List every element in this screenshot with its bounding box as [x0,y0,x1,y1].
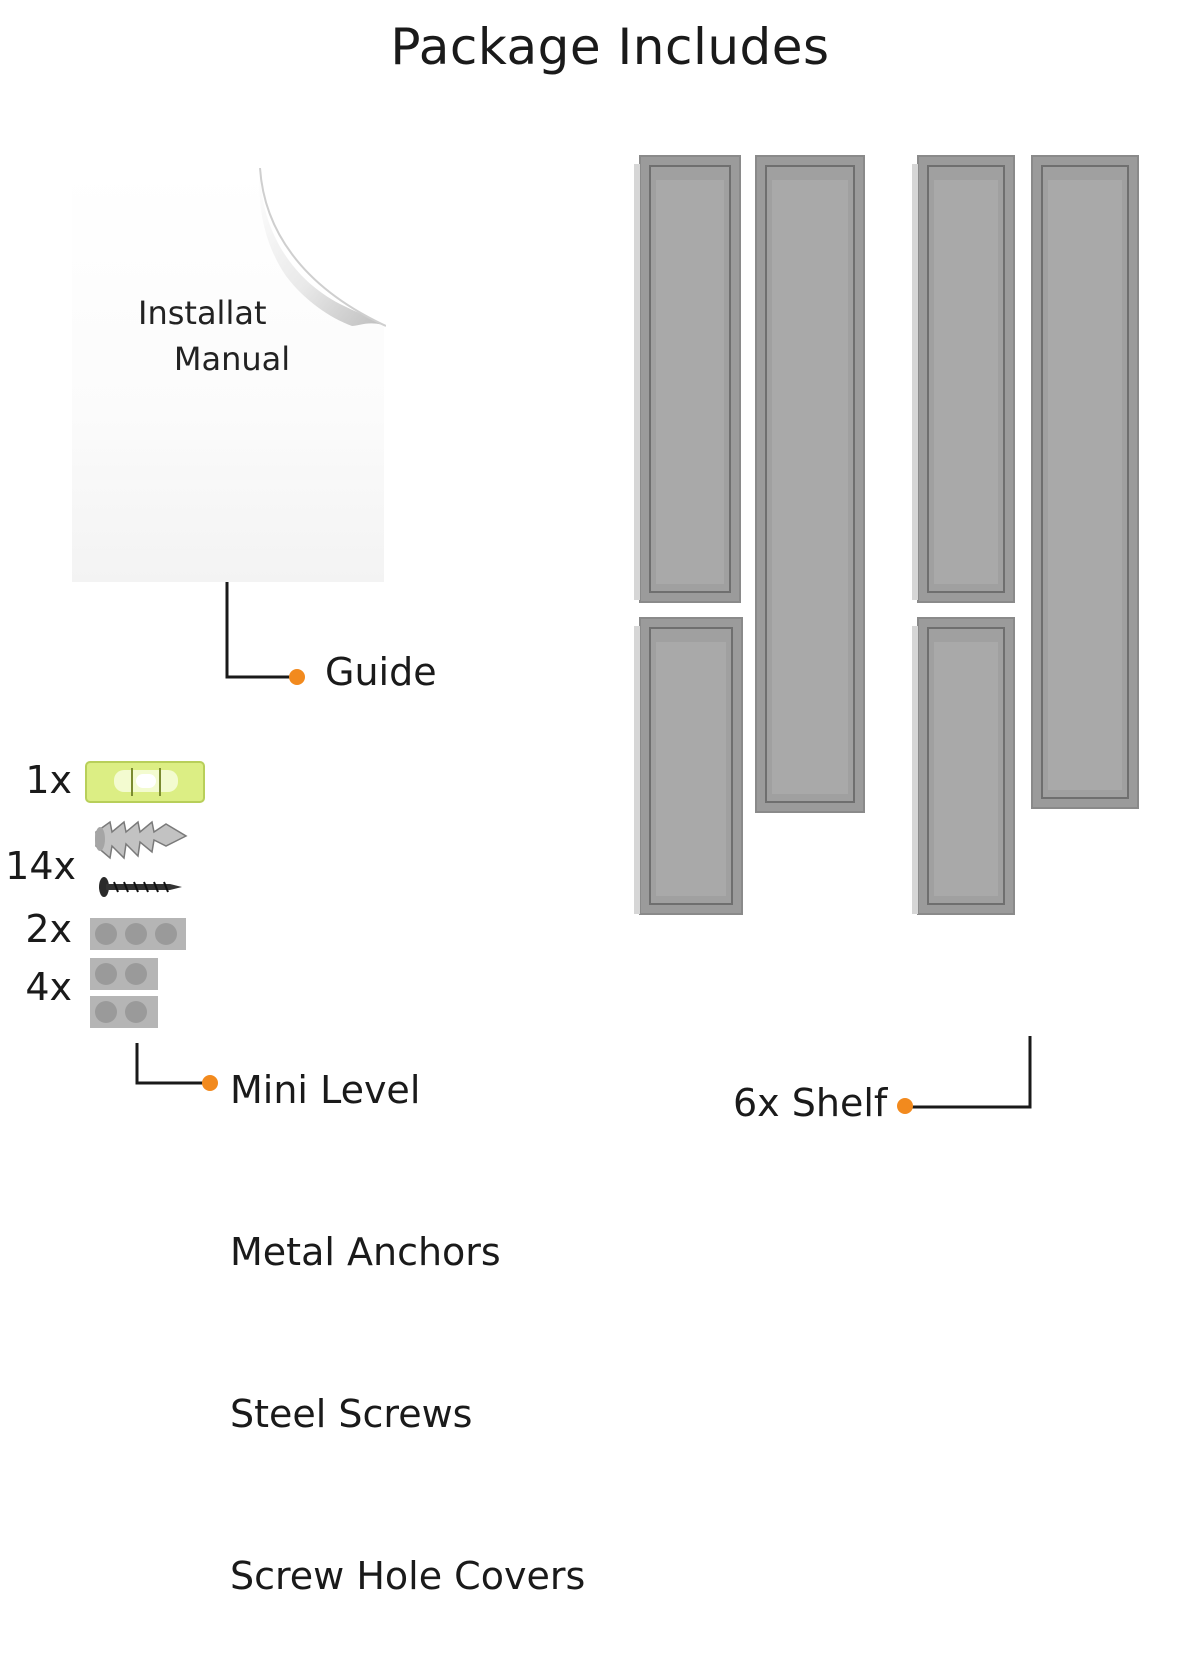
qty-hole-covers-strip: 2x [25,907,72,951]
hole-cover-pair-icon [90,958,158,990]
shelf-item [634,155,741,603]
qty-mini-level: 1x [25,758,72,802]
hardware-list: Mini Level Metal Anchors Steel Screws Sc… [230,955,585,1657]
page-curl-icon [259,168,386,327]
steel-screw-icon [99,877,182,897]
list-item: Steel Screws [230,1392,473,1436]
hole-cover-strip-icon [90,918,186,950]
shelf-item [755,155,865,813]
list-item: Metal Anchors [230,1230,501,1274]
metal-anchor-icon [95,820,188,860]
shelves-illustration [634,155,1139,915]
shelf-item [1031,155,1139,809]
shelf-item [912,155,1015,603]
manual-title-line-2: Manual [173,340,291,378]
qty-anchors-screws: 14x [5,844,76,888]
manual-text: Installat Manual [112,290,352,382]
page-title: Package Includes [390,18,830,76]
manual-title-line-1: Installat [138,294,267,332]
mini-level-icon [85,761,205,803]
guide-label: Guide [325,650,437,694]
shelf-item [634,617,743,915]
list-item: Mini Level [230,1068,421,1112]
qty-hole-covers-pairs: 4x [25,965,72,1009]
shelf-item [912,617,1015,915]
list-item: Screw Hole Covers [230,1554,586,1598]
shelf-label: 6x Shelf [733,1081,888,1125]
hole-cover-pair-icon [90,996,158,1028]
